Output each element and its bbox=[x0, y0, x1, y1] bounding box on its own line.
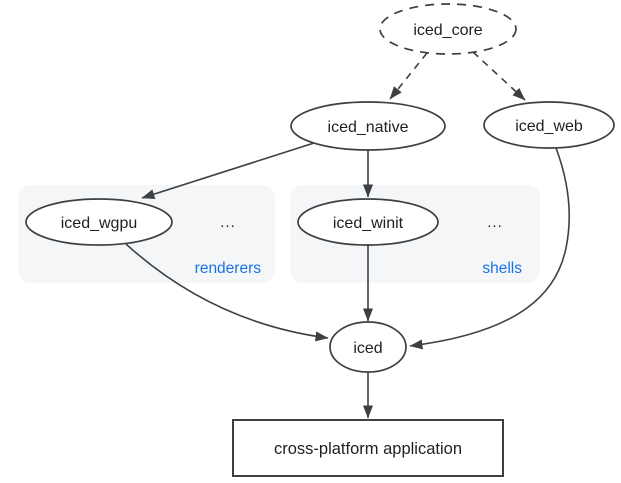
edge-iced-core-to-iced-native bbox=[389, 52, 428, 100]
iced-core-label: iced_core bbox=[413, 22, 482, 39]
edge-iced-core-to-iced-web bbox=[472, 51, 526, 101]
iced-shape bbox=[329, 321, 407, 373]
iced-core-shape bbox=[379, 3, 517, 55]
renderers-ellipsis: ... bbox=[220, 214, 236, 231]
node-iced: iced bbox=[329, 321, 407, 373]
edge-iced-web-to-iced bbox=[409, 147, 570, 350]
iced-wgpu-shape bbox=[25, 198, 173, 246]
application-label: cross-platform application bbox=[274, 440, 462, 458]
renderers-group-label: renderers bbox=[195, 260, 262, 277]
edge-iced-wgpu-to-iced bbox=[125, 243, 329, 342]
iced-wgpu-label: iced_wgpu bbox=[61, 215, 138, 232]
iced-winit-label: iced_winit bbox=[333, 215, 404, 232]
node-iced-web: iced_web bbox=[483, 101, 615, 149]
node-iced-core: iced_core bbox=[379, 3, 517, 55]
iced-web-label: iced_web bbox=[515, 118, 583, 135]
node-iced-wgpu: iced_wgpu bbox=[25, 198, 173, 246]
node-iced-winit: iced_winit bbox=[297, 198, 439, 246]
shells-group-label: shells bbox=[482, 260, 522, 277]
node-iced-native: iced_native bbox=[290, 101, 446, 151]
iced-web-shape bbox=[483, 101, 615, 149]
application-shape bbox=[232, 419, 504, 477]
iced-label: iced bbox=[353, 340, 382, 357]
edge-iced-native-to-iced-wgpu bbox=[141, 142, 315, 199]
node-application: cross-platform application bbox=[232, 419, 504, 477]
iced-native-shape bbox=[290, 101, 446, 151]
shells-ellipsis: ... bbox=[487, 214, 503, 231]
iced-native-label: iced_native bbox=[328, 119, 409, 136]
iced-winit-shape bbox=[297, 198, 439, 246]
